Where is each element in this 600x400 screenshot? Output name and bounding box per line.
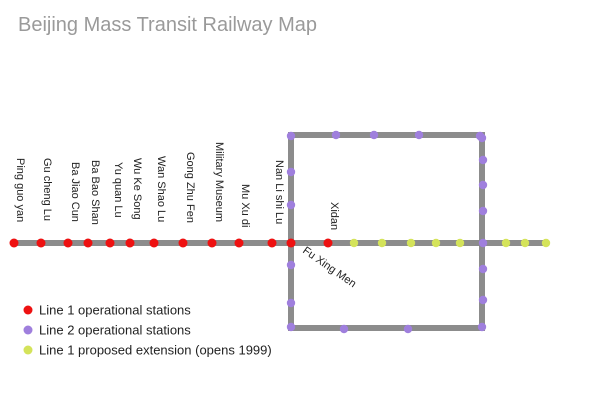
station-label: Mu Xu di — [239, 184, 251, 227]
line2-station-dot — [414, 130, 424, 140]
extension-station-dot — [377, 238, 387, 248]
line2-station-dot — [369, 130, 379, 140]
line2-station-dot — [478, 155, 488, 165]
line1-station-dot — [83, 238, 93, 248]
station-label: Ping guo yan — [14, 158, 26, 222]
line1-station-dot — [323, 238, 333, 248]
line1-station-dot — [286, 238, 296, 248]
extension-station-dot — [455, 238, 465, 248]
line2-station-dot — [478, 295, 488, 305]
line2-station-dot — [331, 130, 341, 140]
line2-station-dot — [286, 131, 296, 141]
line2-station-dot — [339, 324, 349, 334]
station-label: Gong Zhu Fen — [184, 152, 196, 223]
station-label: Nan Li shi Lu — [273, 160, 285, 224]
line1-station-dot — [267, 238, 277, 248]
station-label: Xidan — [328, 202, 340, 230]
line2-station-dot — [286, 260, 296, 270]
station-label: Yu quan Lu — [112, 162, 124, 218]
legend-swatch — [23, 345, 33, 355]
legend-label: Line 2 operational stations — [39, 323, 191, 338]
legend-swatch — [23, 325, 33, 335]
line1-station-dot — [63, 238, 73, 248]
legend-label: Line 1 operational stations — [39, 303, 191, 318]
line1-station-dot — [234, 238, 244, 248]
line1-station-dot — [36, 238, 46, 248]
line2-stations — [286, 130, 488, 334]
line1-station-dot — [125, 238, 135, 248]
extension-station-dot — [349, 238, 359, 248]
legend-label: Line 1 proposed extension (opens 1999) — [39, 343, 272, 358]
line1-stations — [9, 238, 333, 248]
extension-station-dot — [520, 238, 530, 248]
station-label: Wu Ke Song — [131, 158, 143, 220]
station-label: Wan Shao Lu — [155, 156, 167, 222]
line2-station-dot — [478, 180, 488, 190]
station-label: Gu cheng Lu — [41, 158, 53, 221]
extension-station-dot — [541, 238, 551, 248]
line2-station-dot — [477, 133, 487, 143]
line2-loop-track — [288, 132, 485, 331]
extension-station-dot — [431, 238, 441, 248]
station-labels: Ping guo yan Gu cheng Lu Ba Jiao Cun Ba Bao… — [14, 142, 358, 290]
station-label: Military Museum — [213, 142, 225, 222]
line1-station-dot — [9, 238, 19, 248]
station-label: Ba Jiao Cun — [69, 162, 81, 222]
legend-swatch — [23, 305, 33, 315]
line2-station-dot — [478, 264, 488, 274]
line1-station-dot — [207, 238, 217, 248]
line2-station-dot — [403, 324, 413, 334]
line2-station-dot — [478, 206, 488, 216]
extension-station-dot — [501, 238, 511, 248]
extension-stations — [349, 238, 551, 248]
line1-station-dot — [149, 238, 159, 248]
line2-station-dot — [286, 167, 296, 177]
line2-station-dot — [478, 238, 488, 248]
station-label: Fu Xing Men — [300, 245, 358, 291]
map-title: Beijing Mass Transit Railway Map — [18, 14, 317, 36]
line2-station-dot — [286, 322, 296, 332]
line2-station-dot — [477, 322, 487, 332]
line2-station-dot — [286, 298, 296, 308]
line2-station-dot — [286, 200, 296, 210]
station-label: Ba Bao Shan — [89, 160, 101, 225]
line1-station-dot — [105, 238, 115, 248]
line1-station-dot — [178, 238, 188, 248]
extension-station-dot — [406, 238, 416, 248]
